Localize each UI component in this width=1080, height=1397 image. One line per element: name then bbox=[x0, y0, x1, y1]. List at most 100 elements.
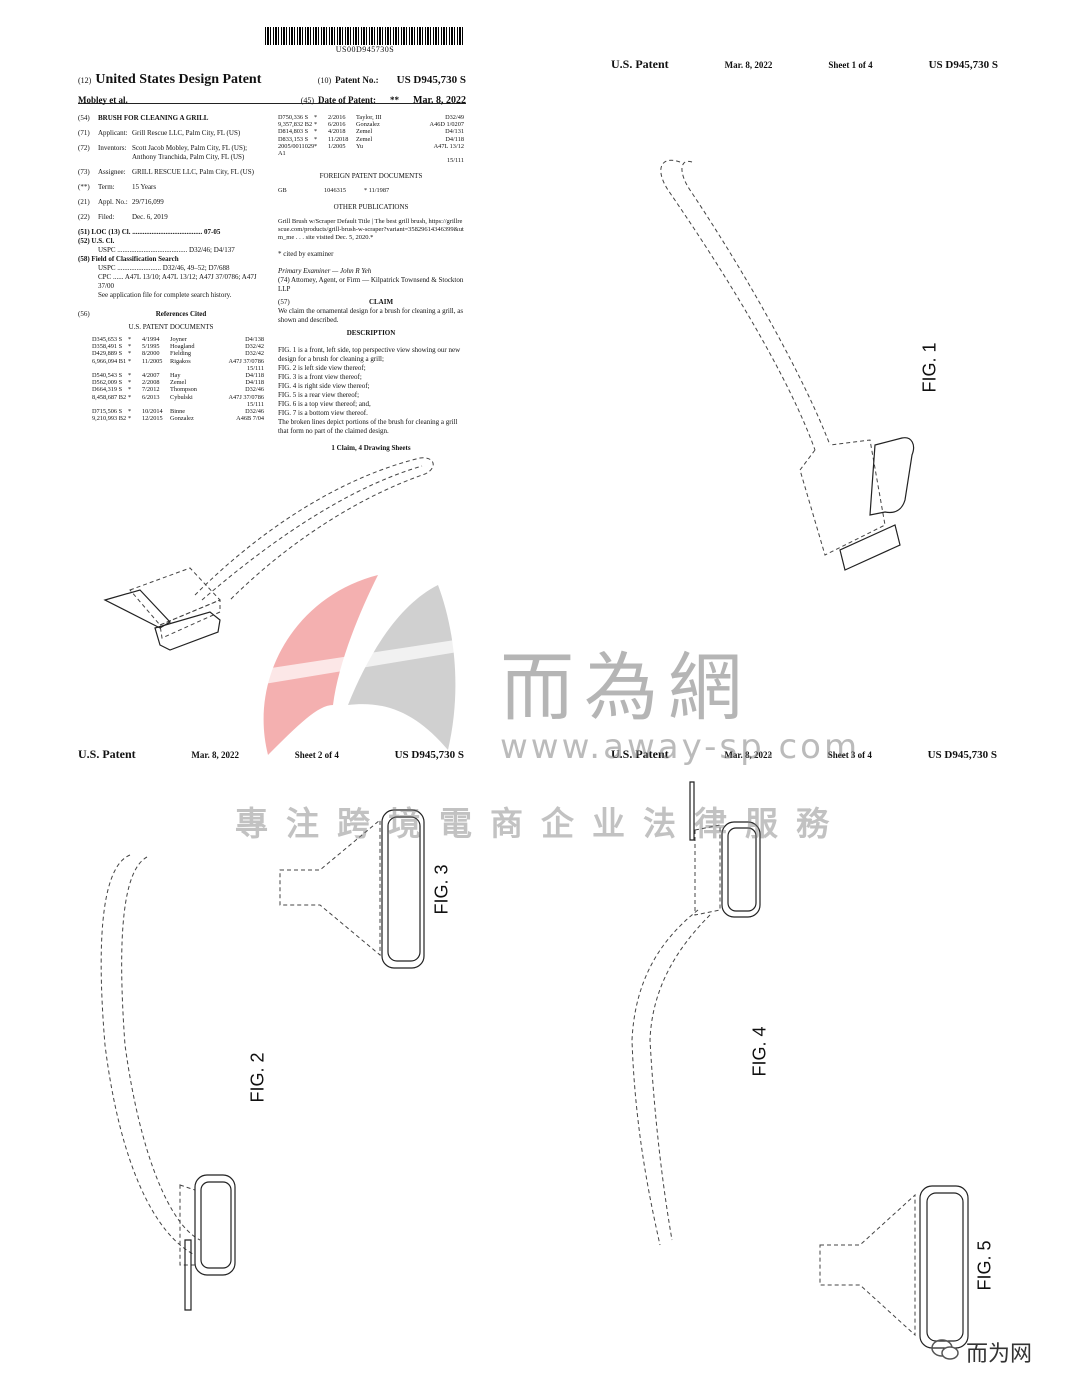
reference-cell: 9,357,832 B2 bbox=[278, 121, 313, 129]
description-line: The broken lines depict portions of the … bbox=[278, 417, 458, 435]
field-key: Inventors: bbox=[98, 144, 127, 152]
reference-cell: 2005/0011029 A1 bbox=[278, 142, 315, 158]
sheet2-date: Mar. 8, 2022 bbox=[191, 750, 240, 760]
reference-cell bbox=[356, 157, 390, 164]
us-cl-value: USPC ...................................… bbox=[98, 246, 235, 254]
sheet2-title: U.S. Patent bbox=[78, 747, 136, 761]
description-line: FIG. 4 is right side view thereof; bbox=[278, 381, 370, 390]
date-label: Date of Patent: bbox=[318, 95, 377, 105]
reference-cell: Taylor, III bbox=[356, 114, 382, 121]
cited-note: * cited by examiner bbox=[278, 249, 334, 258]
reference-cell: D4/118 bbox=[445, 135, 464, 143]
reference-cell: * bbox=[314, 121, 318, 129]
foreign-country: GB bbox=[278, 187, 287, 195]
reference-cell bbox=[278, 157, 314, 164]
reference-cell: Thompson bbox=[170, 386, 197, 394]
header-rule bbox=[78, 103, 466, 104]
reference-cell: A46D 1/0207 bbox=[429, 121, 464, 129]
loc-class: (51) LOC (13) Cl. ......................… bbox=[78, 228, 221, 236]
reference-cell: 6,966,094 B1 bbox=[92, 357, 127, 365]
label-12: (12) bbox=[78, 76, 92, 85]
sheet1-date: Mar. 8, 2022 bbox=[724, 60, 773, 70]
patent-no: US D945,730 S bbox=[396, 74, 466, 86]
desc-title: DESCRIPTION bbox=[346, 328, 396, 337]
field-key: Assignee: bbox=[98, 168, 126, 176]
watermark-tagline: 專注跨境電商企业法律服務 bbox=[235, 804, 847, 843]
inventors-short: Mobley et al. bbox=[78, 95, 128, 105]
reference-cell bbox=[128, 401, 142, 408]
reference-cell: D32/46 bbox=[245, 408, 264, 416]
reference-cell: 15/111 bbox=[246, 364, 264, 372]
reference-cell: D750,336 S bbox=[278, 114, 309, 121]
sheet1-header: U.S. Patent Mar. 8, 2022 Sheet 1 of 4 US… bbox=[611, 57, 998, 72]
watermark-logo bbox=[258, 575, 488, 755]
reference-cell: A47L 13/12 bbox=[433, 142, 464, 150]
reference-cell: Rigakos bbox=[170, 357, 191, 365]
field-val: GRILL RESCUE LLC, Palm City, FL (US) bbox=[132, 168, 254, 176]
fig5-drawing bbox=[819, 1185, 969, 1349]
reference-cell: Zemel bbox=[356, 128, 373, 136]
date-mark: ** bbox=[390, 95, 400, 105]
reference-row: 15/111 bbox=[278, 157, 464, 164]
reference-cell: 4/2018 bbox=[328, 128, 346, 136]
field-key: Filed: bbox=[98, 213, 115, 221]
reference-cell: * bbox=[314, 114, 318, 121]
barcode bbox=[265, 27, 465, 45]
description-line: FIG. 1 is a front, left side, top perspe… bbox=[278, 345, 461, 363]
fig4-label: FIG. 4 bbox=[749, 1026, 770, 1077]
field-key: Applicant: bbox=[98, 129, 128, 137]
field-search-label: (58) Field of Classification Search bbox=[78, 255, 179, 263]
reference-cell bbox=[170, 365, 204, 372]
sheet1-title: U.S. Patent bbox=[611, 57, 669, 71]
field-row: (54)BRUSH FOR CLEANING A GRILL bbox=[78, 114, 264, 123]
claims-sheets: 1 Claim, 4 Drawing Sheets bbox=[331, 443, 411, 452]
fig2-drawing bbox=[100, 854, 236, 1311]
reference-cell: * bbox=[128, 350, 132, 358]
description-line: FIG. 3 is a front view thereof; bbox=[278, 372, 362, 381]
reference-cell: Gonzalez bbox=[170, 415, 194, 423]
reference-cell: 11/2018 bbox=[328, 135, 349, 143]
field-key: Term: bbox=[98, 183, 115, 191]
front-page-header: (12) United States Design Patent (10) Pa… bbox=[78, 70, 466, 108]
reference-cell: Yu bbox=[356, 142, 363, 150]
foreign-title: FOREIGN PATENT DOCUMENTS bbox=[319, 172, 423, 181]
sheet1-number: US D945,730 S bbox=[928, 59, 998, 71]
reference-cell bbox=[170, 401, 204, 408]
reference-cell: A46B 7/04 bbox=[236, 415, 264, 423]
reference-cell: D429,889 S bbox=[92, 350, 123, 358]
field-num: (21) bbox=[78, 198, 90, 206]
patent-no-label: Patent No.: bbox=[335, 75, 379, 85]
reference-cell: D664,319 S bbox=[92, 386, 123, 394]
field-num: (71) bbox=[78, 129, 90, 137]
reference-cell: 8,458,687 B2 bbox=[92, 393, 127, 401]
fig1-drawing bbox=[660, 159, 915, 571]
reference-cell: Binne bbox=[170, 408, 186, 416]
field-search-cpc: CPC ...... A47L 13/10; A47L 13/12; A47J … bbox=[98, 273, 257, 290]
doc-title: United States Design Patent bbox=[95, 72, 262, 87]
reference-cell: * bbox=[128, 415, 132, 423]
watermark-url: www.away-sp.com bbox=[500, 727, 861, 767]
reference-cell: 9,210,993 B2 bbox=[92, 415, 127, 423]
reference-cell: D32/42 bbox=[245, 350, 264, 358]
front-page-drawing bbox=[103, 457, 434, 651]
other-pub-text: Grill Brush w/Scraper Default Title | Th… bbox=[278, 217, 464, 241]
reference-cell: D32/46 bbox=[245, 386, 264, 394]
field-row: (21)Appl. No.:29/716,099 bbox=[78, 198, 264, 207]
reference-cell: 7/2012 bbox=[142, 386, 160, 394]
field-key: Appl. No.: bbox=[98, 198, 128, 206]
foreign-row: GB 1046315 * 11/1987 bbox=[278, 187, 464, 194]
field-num: (73) bbox=[78, 168, 90, 176]
description-line: FIG. 2 is left side view thereof; bbox=[278, 363, 366, 372]
reference-cell: Joyner bbox=[170, 336, 187, 343]
field-val: BRUSH FOR CLEANING A GRILL bbox=[98, 114, 209, 122]
claim-title: CLAIM bbox=[368, 297, 394, 306]
